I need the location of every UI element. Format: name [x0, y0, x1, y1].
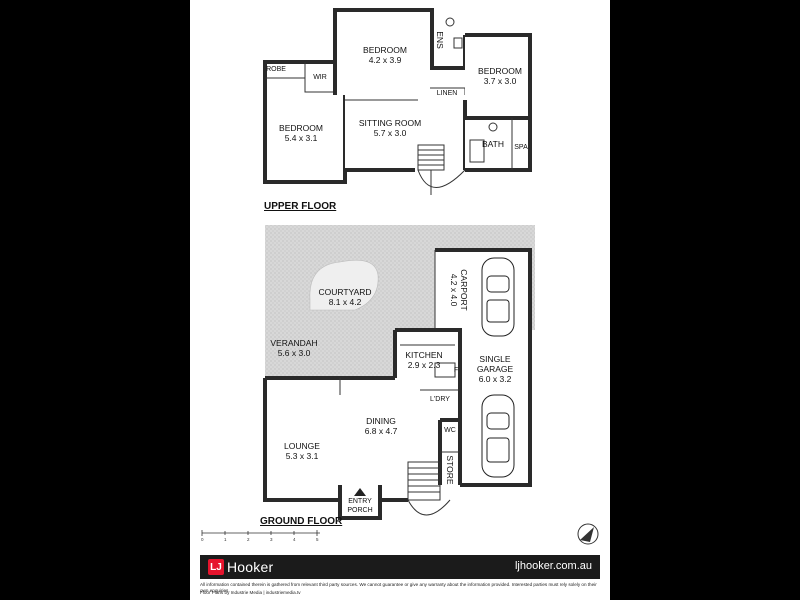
kitchen-name: KITCHEN	[405, 350, 443, 360]
ground-stairs	[407, 461, 451, 516]
garage-name-line2: GARAGE	[476, 364, 514, 374]
brand-name: Hooker	[227, 559, 274, 575]
bedroom-top-size: 4.2 x 3.9	[368, 55, 402, 65]
footer-bar: LJ Hooker ljhooker.com.au	[200, 555, 600, 579]
bedroom-left-size: 5.4 x 3.1	[284, 133, 318, 143]
store-label: STORE	[445, 455, 455, 485]
ground-floor-plan	[263, 225, 535, 520]
dining-size: 6.8 x 4.7	[364, 426, 398, 436]
brand-mark-icon: LJ	[208, 559, 224, 575]
garage-size: 6.0 x 3.2	[478, 374, 512, 384]
carport-name: CARPORT	[459, 269, 469, 311]
scale-tick-5: 5	[316, 537, 319, 542]
scale-tick-1: 1	[224, 537, 227, 542]
disclaimer-text: All information contained therein is gat…	[200, 582, 597, 593]
bedroom-right-size: 3.7 x 3.0	[483, 76, 517, 86]
bedroom-left-walls	[263, 60, 347, 184]
kitchen-size: 2.9 x 2.3	[407, 360, 441, 370]
entry-label: ENTRY	[348, 498, 372, 505]
verandah-area	[265, 330, 395, 378]
garage-name-line1: SINGLE	[479, 354, 511, 364]
upper-floor-plan	[263, 8, 532, 195]
robe-label: ROBE	[266, 66, 286, 73]
carport-size: 4.2 x 4.0	[449, 273, 459, 307]
ground-floor-title: GROUND FLOOR	[260, 516, 343, 527]
verandah-name: VERANDAH	[270, 338, 318, 348]
lounge-name: LOUNGE	[284, 441, 320, 451]
brand-logo: LJ Hooker	[208, 558, 273, 576]
spa-label: SPA	[514, 144, 528, 151]
north-arrow-icon	[577, 523, 599, 545]
bath-label: BATH	[481, 139, 505, 149]
courtyard-name: COURTYARD	[318, 287, 372, 297]
lounge-walls	[263, 378, 340, 502]
floorplan-credit: Floor Plans by Industrie Media | industr…	[200, 590, 301, 595]
sitting-room-size: 5.7 x 3.0	[373, 128, 407, 138]
garage-car	[481, 394, 515, 478]
ensuite-label: ENS	[435, 31, 445, 49]
upper-floor-title: UPPER FLOOR	[264, 201, 337, 212]
fridge-label: F	[453, 367, 459, 374]
bedroom-left-name: BEDROOM	[279, 123, 323, 133]
website-link[interactable]: ljhooker.com.au	[514, 560, 592, 572]
wc-label: WC	[444, 427, 456, 434]
bedroom-right-name: BEDROOM	[478, 66, 522, 76]
porch-label: PORCH	[347, 507, 373, 514]
carport-car	[481, 257, 515, 337]
dining-name: DINING	[366, 416, 396, 426]
courtyard-size: 8.1 x 4.2	[328, 297, 362, 307]
floor-plan-drawing	[201, 8, 599, 545]
scale-tick-2: 2	[247, 537, 250, 542]
floor-plan-page: ROBE WIR BEDROOM 4.2 x 3.9 ENS BEDROOM 3…	[190, 0, 610, 600]
kitchen-walls	[395, 328, 462, 485]
upper-stairs	[417, 144, 466, 195]
scale-tick-3: 3	[270, 537, 273, 542]
sitting-room-name: SITTING ROOM	[358, 118, 422, 128]
scale-tick-4: 4	[293, 537, 296, 542]
laundry-label: L'DRY	[430, 396, 450, 403]
verandah-size: 5.6 x 3.0	[277, 348, 311, 358]
linen-label: LINEN	[436, 90, 458, 97]
wir-label: WIR	[313, 74, 327, 81]
bedroom-top-name: BEDROOM	[363, 45, 407, 55]
scale-tick-0: 0	[201, 537, 204, 542]
bath-walls	[465, 116, 532, 172]
scale-bar	[201, 530, 320, 536]
porch-walls	[338, 485, 382, 520]
lounge-size: 5.3 x 3.1	[285, 451, 319, 461]
